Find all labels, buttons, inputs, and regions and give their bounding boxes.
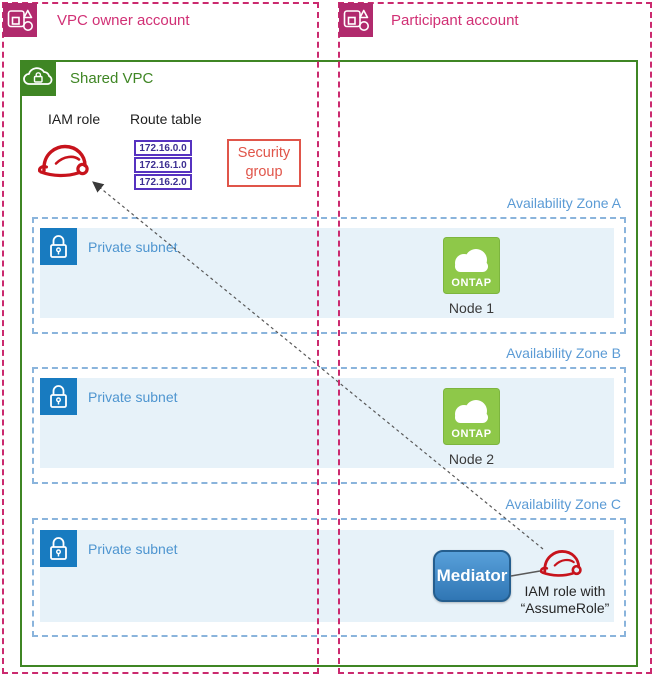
availability-zone-b-label: Availability Zone B	[506, 345, 621, 361]
organizations-account-icon	[3, 3, 37, 37]
private-subnet-b-label: Private subnet	[88, 389, 178, 405]
private-subnet-lock-icon	[40, 530, 77, 567]
private-subnet-a-label: Private subnet	[88, 239, 178, 255]
ontap-icon-label: ONTAP	[451, 428, 491, 440]
assume-role-caption-line2: “AssumeRole”	[520, 600, 610, 616]
shared-vpc-box	[20, 60, 638, 667]
iam-role-label: IAM role	[48, 111, 101, 127]
private-subnet-lock-icon	[40, 228, 77, 265]
route-entry: 172.16.0.0	[134, 140, 192, 156]
node-2-label: Node 2	[448, 451, 495, 467]
ontap-node-1-icon: ONTAP	[443, 237, 500, 294]
mediator-box: Mediator	[433, 550, 511, 602]
route-table-label: Route table	[130, 111, 202, 127]
route-entry: 172.16.1.0	[134, 157, 192, 173]
availability-zone-c-label: Availability Zone C	[505, 496, 621, 512]
private-subnet-c-label: Private subnet	[88, 541, 178, 557]
node-1-label: Node 1	[448, 300, 495, 316]
security-group-box: Security group	[227, 139, 301, 187]
ontap-node-2-icon: ONTAP	[443, 388, 500, 445]
organizations-account-icon	[339, 3, 373, 37]
shared-vpc-label: Shared VPC	[70, 70, 154, 87]
availability-zone-a-label: Availability Zone A	[506, 195, 621, 211]
vpc-owner-account-label: VPC owner account	[57, 12, 190, 29]
route-table: 172.16.0.0 172.16.1.0 172.16.2.0	[134, 140, 192, 191]
ontap-icon-label: ONTAP	[451, 277, 491, 289]
iam-role-icon	[37, 144, 89, 178]
vpc-cloud-lock-icon	[20, 60, 56, 96]
route-entry: 172.16.2.0	[134, 174, 192, 190]
assume-role-caption-line1: IAM role with	[524, 583, 606, 599]
assume-role-caption: IAM role with “AssumeRole”	[506, 583, 624, 617]
participant-account-label: Participant account	[391, 12, 519, 29]
private-subnet-lock-icon	[40, 378, 77, 415]
assume-role-iam-icon	[539, 550, 582, 577]
